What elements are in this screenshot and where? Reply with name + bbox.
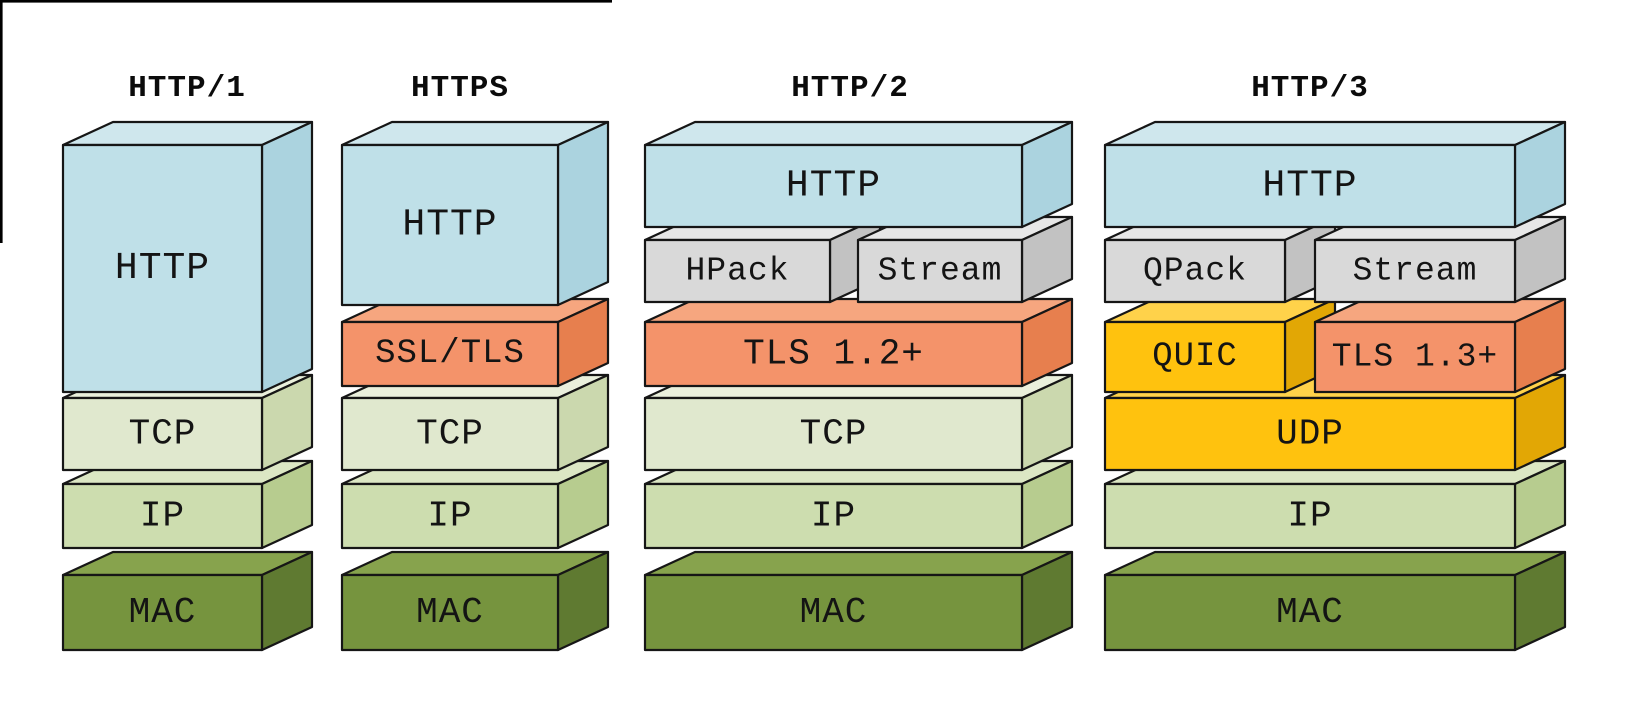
box-http3-tls: TLS 1.3+ xyxy=(1313,297,1567,394)
box-http3-quic-label: QUIC xyxy=(1152,338,1238,376)
column-title-https: HTTPS xyxy=(411,71,509,106)
box-http3-quic: QUIC xyxy=(1103,297,1337,394)
box-http2-mac: MAC xyxy=(643,550,1074,652)
box-http1-http: HTTP xyxy=(61,120,314,394)
box-http1-ip: IP xyxy=(61,459,314,550)
box-http3-qpack-label: QPack xyxy=(1143,253,1247,290)
screenshot-border-left xyxy=(0,0,3,243)
box-http1-tcp-label: TCP xyxy=(129,414,197,455)
box-http2-http-label: HTTP xyxy=(786,165,881,208)
box-http3-http-label: HTTP xyxy=(1262,165,1357,208)
box-https-ip: IP xyxy=(340,459,610,550)
box-https-mac-label: MAC xyxy=(416,592,484,633)
box-http3-ip: IP xyxy=(1103,459,1567,550)
box-http3-mac: MAC xyxy=(1103,550,1567,652)
box-http2-hpack-label: HPack xyxy=(685,253,789,290)
stack-boxes: MAC IP TCP HTTP MAC IP TCP SSL/TLS HTTP MAC IP TCP T… xyxy=(61,120,1567,652)
screenshot-border-top xyxy=(0,0,612,3)
box-http2-tls-label: TLS 1.2+ xyxy=(743,334,924,375)
box-http3-qpack: QPack xyxy=(1103,215,1337,304)
box-http2-stream-label: Stream xyxy=(878,253,1003,290)
box-https-http: HTTP xyxy=(340,120,610,307)
box-http2-http: HTTP xyxy=(643,120,1074,229)
box-https-mac: MAC xyxy=(340,550,610,652)
box-https-http-label: HTTP xyxy=(402,204,497,247)
box-http2-tcp-label: TCP xyxy=(800,414,868,455)
box-http1-mac-label: MAC xyxy=(129,592,197,633)
box-https-ssltls-label: SSL/TLS xyxy=(375,335,525,373)
box-http1-mac: MAC xyxy=(61,550,314,652)
box-http3-ip-label: IP xyxy=(1287,496,1332,537)
box-http3-tls-label: TLS 1.3+ xyxy=(1332,339,1498,376)
column-title-http3: HTTP/3 xyxy=(1251,71,1369,106)
box-http2-ip-label: IP xyxy=(811,496,856,537)
box-http2-tcp: TCP xyxy=(643,373,1074,472)
box-https-tcp: TCP xyxy=(340,373,610,472)
box-http3-stream: Stream xyxy=(1313,215,1567,304)
box-http3-stream-label: Stream xyxy=(1353,253,1478,290)
box-http2-tls: TLS 1.2+ xyxy=(643,297,1074,388)
box-http1-ip-label: IP xyxy=(140,496,185,537)
column-title-http1: HTTP/1 xyxy=(128,71,246,106)
box-http3-udp-label: UDP xyxy=(1276,414,1344,455)
box-http2-hpack: HPack xyxy=(643,215,882,304)
box-http2-stream: Stream xyxy=(856,215,1074,304)
box-http2-mac-label: MAC xyxy=(800,592,868,633)
box-https-ssltls: SSL/TLS xyxy=(340,297,610,388)
box-http3-http: HTTP xyxy=(1103,120,1567,229)
box-http1-http-label: HTTP xyxy=(115,247,210,290)
box-http2-ip: IP xyxy=(643,459,1074,550)
box-http3-mac-label: MAC xyxy=(1276,592,1344,633)
column-title-http2: HTTP/2 xyxy=(791,71,909,106)
box-https-ip-label: IP xyxy=(427,496,472,537)
box-https-tcp-label: TCP xyxy=(416,414,484,455)
